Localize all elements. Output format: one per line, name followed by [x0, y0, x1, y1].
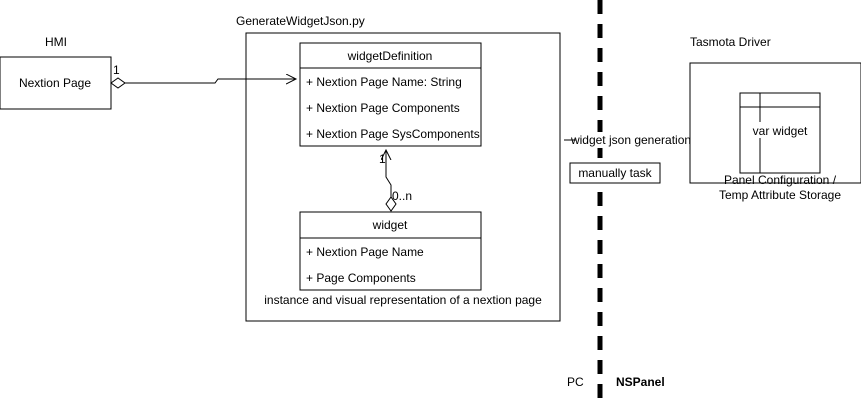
aggregation-diamond: [110, 77, 126, 89]
nextion-page-box: [0, 56, 112, 110]
widget-definition-class: [299, 42, 482, 147]
nspanel-label: NSPanel: [616, 375, 665, 389]
widget-class: [299, 211, 482, 291]
aggregation-connector: [386, 150, 392, 197]
storage-variable: var widget: [753, 124, 808, 138]
aggregation-connector: [125, 79, 296, 83]
generation-call-label: widget json generation(): [570, 133, 699, 147]
widget-title: widget: [372, 218, 408, 232]
generator-label: GenerateWidgetJson.py: [236, 14, 365, 28]
storage-caption-line2: Temp Attribute Storage: [719, 188, 841, 202]
widget-definition-attr: + Nextion Page Name: String: [306, 75, 462, 89]
manual-task-label: manually task: [578, 166, 652, 180]
pc-label: PC: [567, 375, 584, 389]
widget-definition-attr: + Nextion Page Components: [306, 101, 460, 115]
widget-attr: + Page Components: [306, 271, 416, 285]
hmi-label: HMI: [45, 35, 67, 49]
generation-label-bg: [576, 132, 694, 148]
widget-attr: + Nextion Page Name: [306, 245, 424, 259]
storage-variable-bg: [750, 122, 812, 138]
widget-definition-attr: + Nextion Page SysComponents: [306, 127, 480, 141]
nextion-page-title: Nextion Page: [19, 76, 91, 90]
storage-caption-line1: Panel Configuration /: [724, 173, 837, 187]
widget-caption: instance and visual representation of a …: [264, 293, 542, 307]
manual-task-box: [569, 162, 661, 184]
multiplicity-hmi: 1: [113, 63, 120, 77]
multiplicity-widget: 0..n: [392, 189, 412, 203]
multiplicity-definition: 1: [379, 152, 386, 166]
widget-definition-title: widgetDefinition: [347, 49, 433, 63]
attr-clip: [481, 124, 485, 144]
tasmota-label: Tasmota Driver: [690, 35, 771, 49]
